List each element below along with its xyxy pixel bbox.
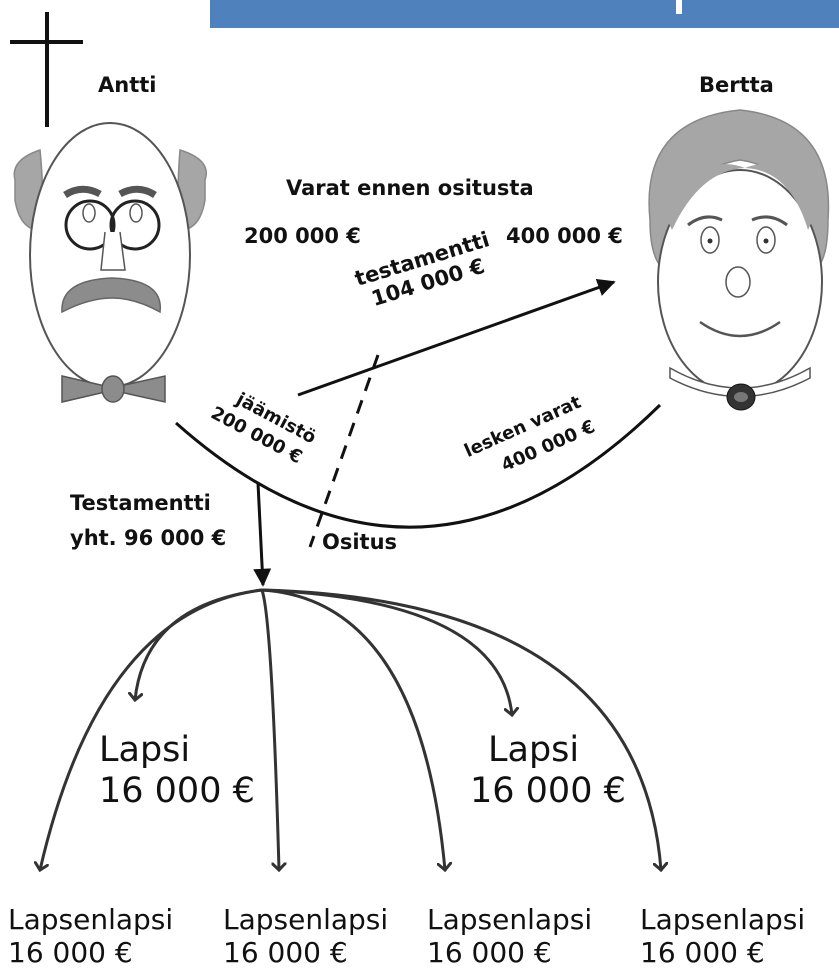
grandchild-1: Lapsenlapsi 16 000 € <box>8 903 173 969</box>
child-2-amount: 16 000 € <box>470 771 626 811</box>
deceased-cross-icon <box>10 12 83 127</box>
antti-face-icon <box>13 122 207 403</box>
division-arc <box>175 403 662 529</box>
bertta-face-icon <box>648 109 830 411</box>
division-label: Ositus <box>322 530 398 554</box>
will-total-label: Testamentti yht. 96 000 € <box>70 486 226 556</box>
division-dashed-line <box>308 354 380 548</box>
child-1-title: Lapsi <box>99 730 191 770</box>
will-total-title: Testamentti <box>70 491 211 515</box>
assets-left-amount: 200 000 € <box>244 224 361 248</box>
child-2-title: Lapsi <box>488 730 580 770</box>
will-total-arrow <box>253 482 272 587</box>
child-1-amount: 16 000 € <box>99 771 255 811</box>
distribution-arrows <box>40 588 661 870</box>
assets-right-amount: 400 000 € <box>506 224 623 248</box>
child-2: Lapsi 16 000 € <box>470 730 626 812</box>
grandchild-2-title: Lapsenlapsi <box>223 903 389 936</box>
will-total-amount: yht. 96 000 € <box>70 526 227 550</box>
grandchild-1-title: Lapsenlapsi <box>8 903 174 936</box>
grandchild-4-title: Lapsenlapsi <box>640 903 806 936</box>
header-banner <box>210 0 839 28</box>
grandchild-4: Lapsenlapsi 16 000 € <box>640 903 805 969</box>
grandchild-3: Lapsenlapsi 16 000 € <box>427 903 592 969</box>
grandchild-4-amount: 16 000 € <box>640 936 765 969</box>
assets-heading: Varat ennen ositusta <box>286 176 534 200</box>
grandchild-2: Lapsenlapsi 16 000 € <box>223 903 388 969</box>
header-banner-divider <box>676 0 682 14</box>
person-right-name: Bertta <box>699 73 774 97</box>
grandchild-2-amount: 16 000 € <box>223 936 348 969</box>
grandchild-1-amount: 16 000 € <box>8 936 133 969</box>
person-left-name: Antti <box>98 73 157 97</box>
grandchild-3-title: Lapsenlapsi <box>427 903 593 936</box>
will-to-spouse-arrow <box>297 278 616 397</box>
grandchild-3-amount: 16 000 € <box>427 936 552 969</box>
child-1: Lapsi 16 000 € <box>99 730 255 812</box>
